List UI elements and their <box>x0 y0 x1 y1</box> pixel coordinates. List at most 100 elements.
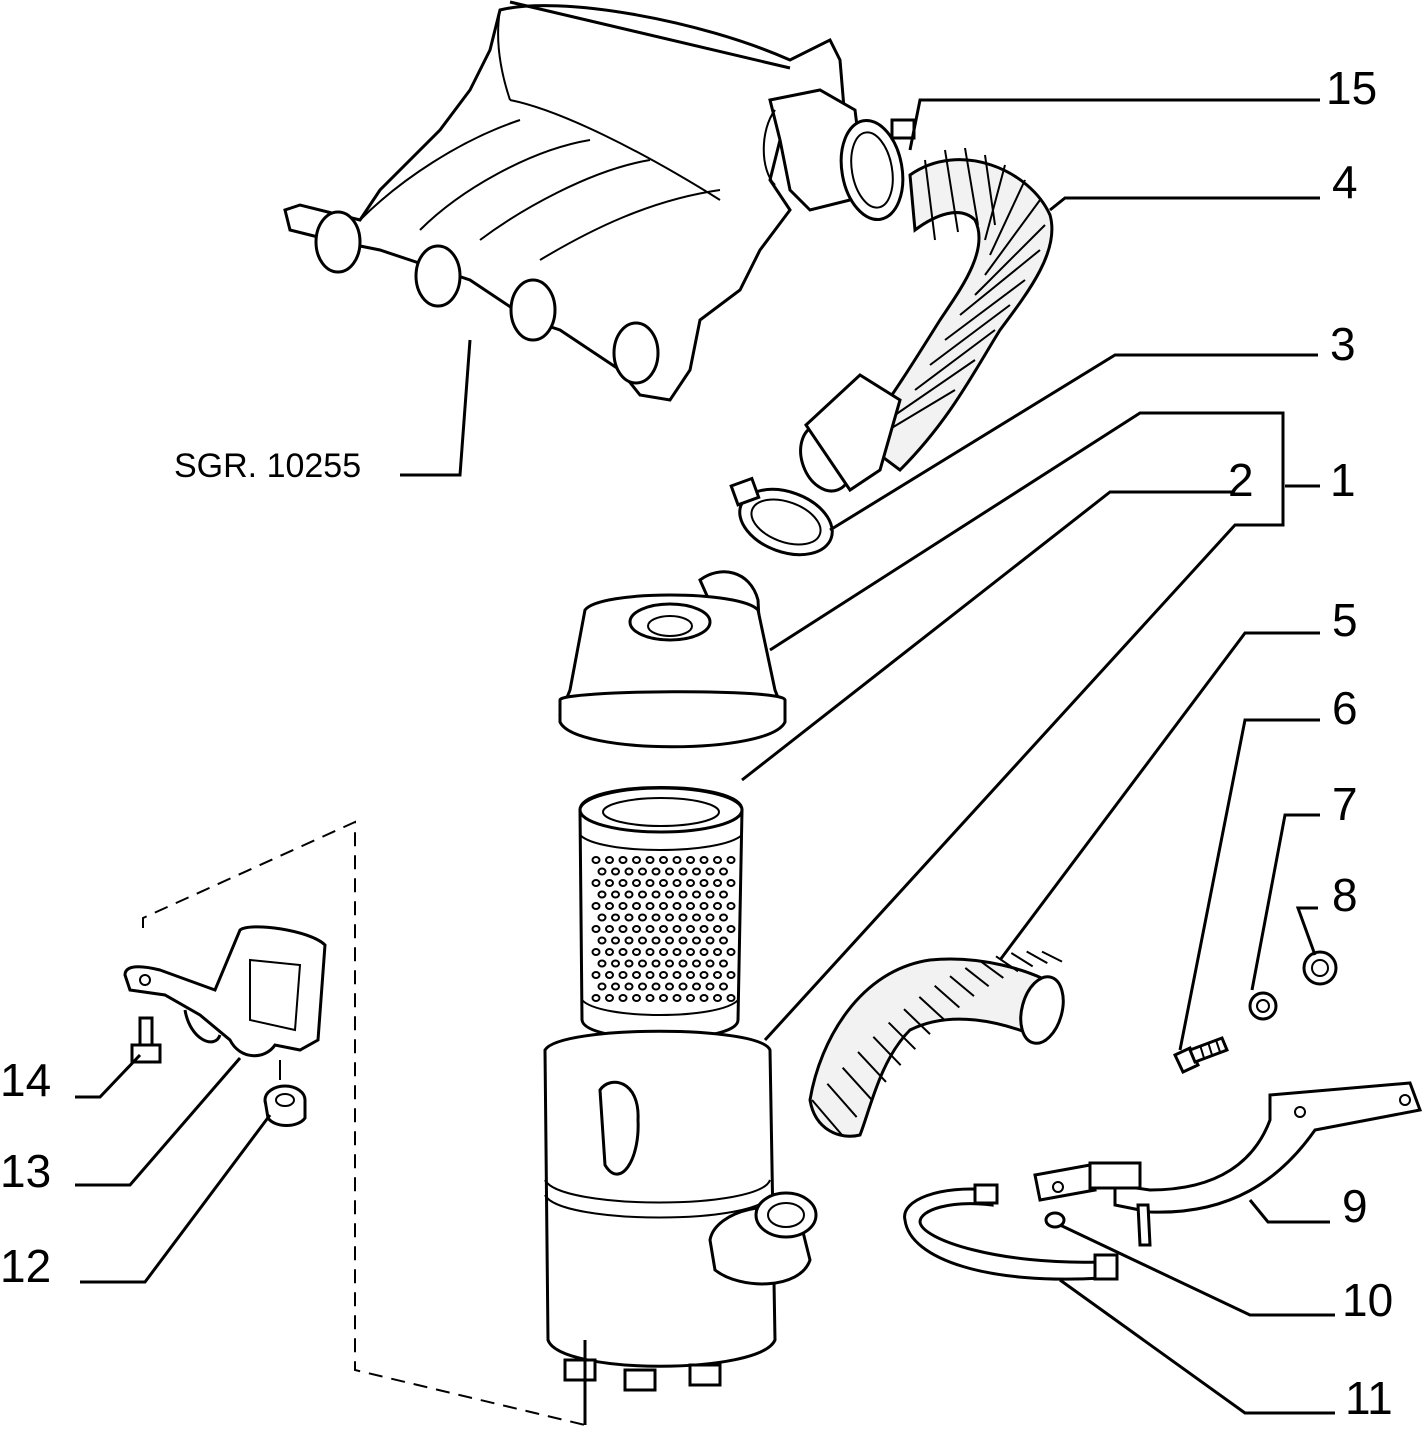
leader-lines <box>75 98 1335 1415</box>
hose-rib <box>841 1066 873 1100</box>
perforation-hole <box>726 948 736 956</box>
perforation-hole <box>632 971 641 979</box>
air-filter-cover <box>558 570 787 749</box>
perforation-hole <box>699 902 709 910</box>
perforation-hole <box>597 959 607 968</box>
perforation-hole <box>659 925 668 933</box>
perforation-hole <box>591 925 601 933</box>
callout-2: 2 <box>1228 454 1254 506</box>
perforation-hole <box>659 971 668 979</box>
perforation-hole <box>632 856 641 864</box>
perforation-hole <box>659 856 668 864</box>
perforation-hole <box>726 856 736 864</box>
perforation-hole <box>678 936 688 945</box>
perforation-hole <box>665 890 674 899</box>
perforation-hole <box>632 925 641 933</box>
perforation-hole <box>618 902 628 910</box>
perforation-hole <box>672 879 682 887</box>
callout-5: 5 <box>1332 594 1358 646</box>
perforation-hole <box>678 959 688 968</box>
perforation-hole <box>611 867 620 876</box>
perforation-hole <box>719 936 728 945</box>
callout-9: 9 <box>1342 1180 1368 1232</box>
perforation-hole <box>597 913 607 922</box>
perforation-hole <box>605 856 614 864</box>
hose-rib <box>1026 950 1048 964</box>
perforation-hole <box>665 867 674 876</box>
perforation-hole <box>713 994 722 1002</box>
perforation-hole <box>651 890 661 899</box>
hose-rib <box>1041 950 1063 963</box>
perforation-hole <box>638 959 647 968</box>
perforation-hole <box>659 948 668 956</box>
perforation-hole <box>624 959 634 968</box>
perforation-hole <box>605 879 614 887</box>
perforation-hole <box>686 971 695 979</box>
perforation-hole <box>624 936 634 945</box>
perforation-hole <box>713 902 722 910</box>
perforation-hole <box>597 867 607 876</box>
perforation-hole <box>632 994 641 1002</box>
perforation-hole <box>618 925 628 933</box>
hose-clamp-upper <box>839 118 916 222</box>
perforation-hole <box>705 982 715 991</box>
perforation-hole <box>624 913 634 922</box>
perforation-hole <box>624 982 634 991</box>
hose-rib <box>903 1008 931 1035</box>
callout-10: 10 <box>1342 1274 1393 1326</box>
perforation-hole <box>678 913 688 922</box>
hose-rib <box>811 1099 843 1136</box>
perforation-hole <box>605 902 614 910</box>
perforation-hole <box>597 936 607 945</box>
perforation-hole <box>651 982 661 991</box>
perforation-hole <box>686 856 695 864</box>
perforation-hole <box>705 890 715 899</box>
perforation-hole <box>645 925 655 933</box>
perforation-hole <box>591 948 601 956</box>
hose-clamp-lower <box>729 476 834 557</box>
nut <box>1302 950 1338 986</box>
perforation-hole <box>699 879 709 887</box>
intake-manifold <box>283 0 862 402</box>
perforation-hole <box>678 890 688 899</box>
perforation-hole <box>726 902 736 910</box>
perforation-hole <box>591 902 601 910</box>
perforation-hole <box>618 994 628 1002</box>
perforation-hole <box>672 925 682 933</box>
callout-7: 7 <box>1332 778 1358 830</box>
perforation-hole <box>605 925 614 933</box>
perforation-hole <box>638 982 647 991</box>
perforation-hole <box>705 913 715 922</box>
hose-rib <box>949 975 975 997</box>
perforation-hole <box>611 936 620 945</box>
perforation-hole <box>672 948 682 956</box>
perforation-hole <box>665 982 674 991</box>
perforation-hole <box>651 959 661 968</box>
perforation-hole <box>611 982 620 991</box>
perforation-hole <box>624 867 634 876</box>
perforation-hole <box>665 936 674 945</box>
perforation-hole <box>665 959 674 968</box>
callout-12: 12 <box>0 1240 51 1292</box>
hose-rib <box>826 1083 858 1118</box>
hose-rib <box>887 1021 917 1050</box>
perforation-hole <box>692 959 701 968</box>
perforation-hole <box>726 971 736 979</box>
perforation-hole <box>611 890 620 899</box>
perforation-hole <box>645 879 655 887</box>
perforation-hole <box>611 913 620 922</box>
perforation-hole <box>692 982 701 991</box>
perforation-hole <box>692 867 701 876</box>
perforation-hole <box>726 925 736 933</box>
hose-rib <box>918 996 946 1021</box>
perforation-hole <box>699 948 709 956</box>
perforation-hole <box>591 856 601 864</box>
perforation-hole <box>591 971 601 979</box>
perforation-hole <box>678 867 688 876</box>
hose-rib <box>1010 952 1034 968</box>
perforation-hole <box>632 902 641 910</box>
perforation-hole <box>659 994 668 1002</box>
mounting-bolt <box>130 1016 162 1064</box>
perforation-hole <box>645 902 655 910</box>
perforation-hole <box>719 890 728 899</box>
